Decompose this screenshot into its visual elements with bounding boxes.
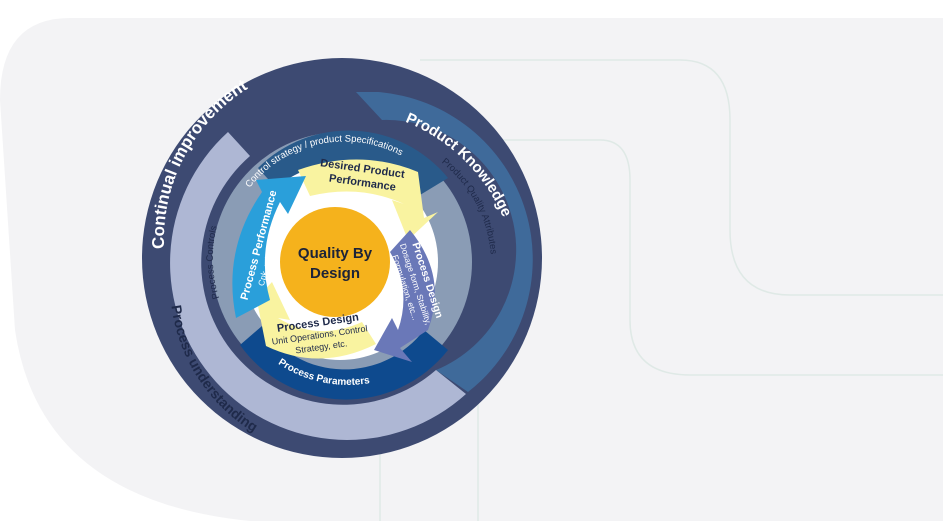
background-line-1 bbox=[420, 59, 943, 296]
process-understanding-band bbox=[170, 132, 467, 440]
arrow-process-performance bbox=[232, 176, 306, 318]
center-label-line2: Design bbox=[310, 265, 360, 282]
product-knowledge-band bbox=[356, 92, 533, 392]
arrow-desired-performance bbox=[298, 159, 438, 240]
center-circle bbox=[280, 207, 390, 317]
control-strategy-band bbox=[258, 130, 448, 195]
arrow-process-design-right bbox=[374, 230, 435, 362]
process-parameters-band bbox=[240, 326, 448, 400]
center-label-line1: Quality By bbox=[298, 245, 373, 262]
background-line-2 bbox=[500, 139, 943, 376]
arrow-process-design-bottom bbox=[244, 282, 376, 359]
